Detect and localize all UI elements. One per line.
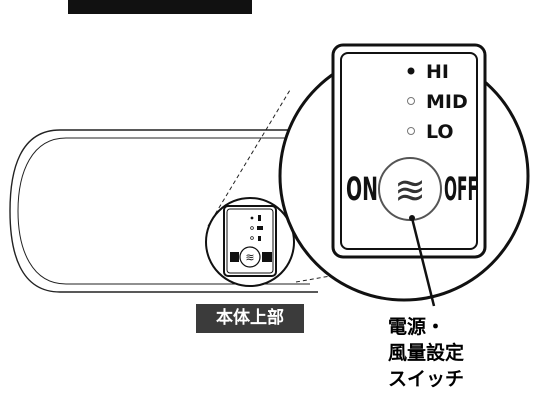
mid-label: MID (426, 91, 468, 113)
body-top-label: 本体上部 (196, 304, 304, 333)
fan-icon: ≋ (394, 168, 426, 212)
switch-label-line1: 電源・ (388, 316, 446, 338)
hi-indicator-led (407, 67, 415, 75)
switch-label-line3: スイッチ (388, 368, 465, 390)
switch-label: 電源・ 風量設定 スイッチ (388, 314, 538, 392)
lo-label: LO (426, 121, 454, 143)
small-switch-panel: ≋ (205, 197, 295, 287)
on-label: ON (346, 170, 378, 208)
device-body (9, 129, 330, 293)
top-banner (68, 0, 252, 14)
mid-indicator-led (407, 97, 415, 105)
lo-indicator-led (407, 127, 415, 135)
svg-text:≋: ≋ (245, 251, 254, 264)
hi-label: HI (426, 61, 449, 83)
pointer-line (409, 215, 436, 307)
switch-label-line2: 風量設定 (388, 342, 465, 364)
off-label: OFF (444, 170, 478, 208)
magnified-panel: HI MID LO ON OFF ≋ (278, 43, 530, 302)
